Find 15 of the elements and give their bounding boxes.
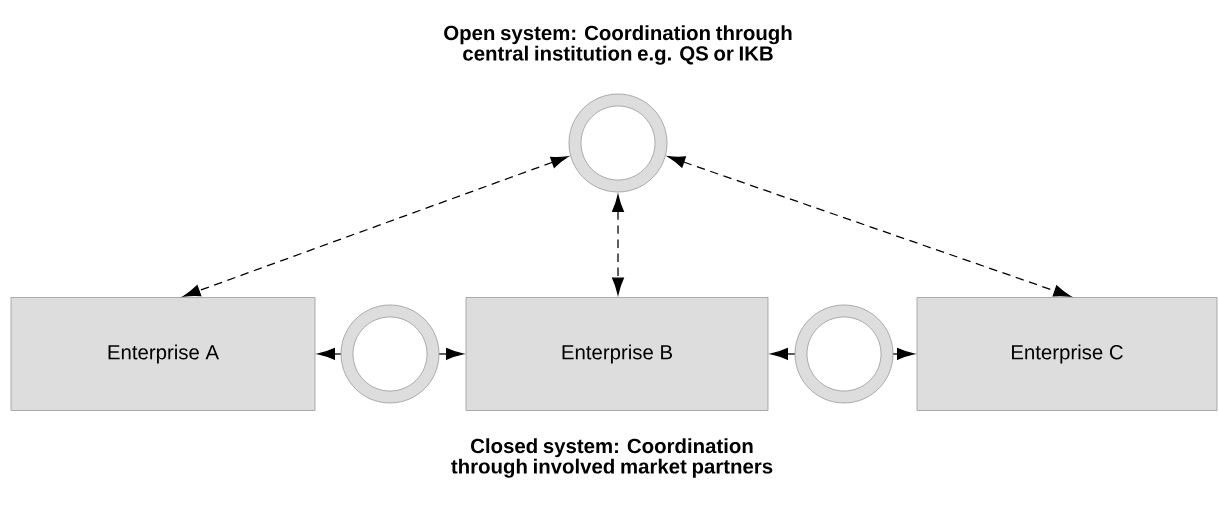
arrow — [317, 348, 342, 360]
ring-symbol — [340, 304, 440, 404]
ring-symbol — [568, 93, 668, 193]
ring-symbol — [794, 304, 894, 404]
arrow — [892, 348, 915, 360]
arrow — [770, 348, 796, 360]
heading: Open system: Coordination through central institution e.g. QS or IKB — [444, 25, 792, 65]
heading: Closed system: Coordination through involved market partners — [451, 438, 773, 478]
enterprise-box: Enterprise C — [916, 297, 1218, 411]
arrow — [438, 348, 464, 360]
enterprise-box: Enterprise B — [465, 297, 769, 411]
arrow — [183, 156, 569, 297]
arrow — [612, 194, 624, 295]
arrow — [667, 156, 1071, 297]
enterprise-box: Enterprise A — [10, 297, 316, 411]
